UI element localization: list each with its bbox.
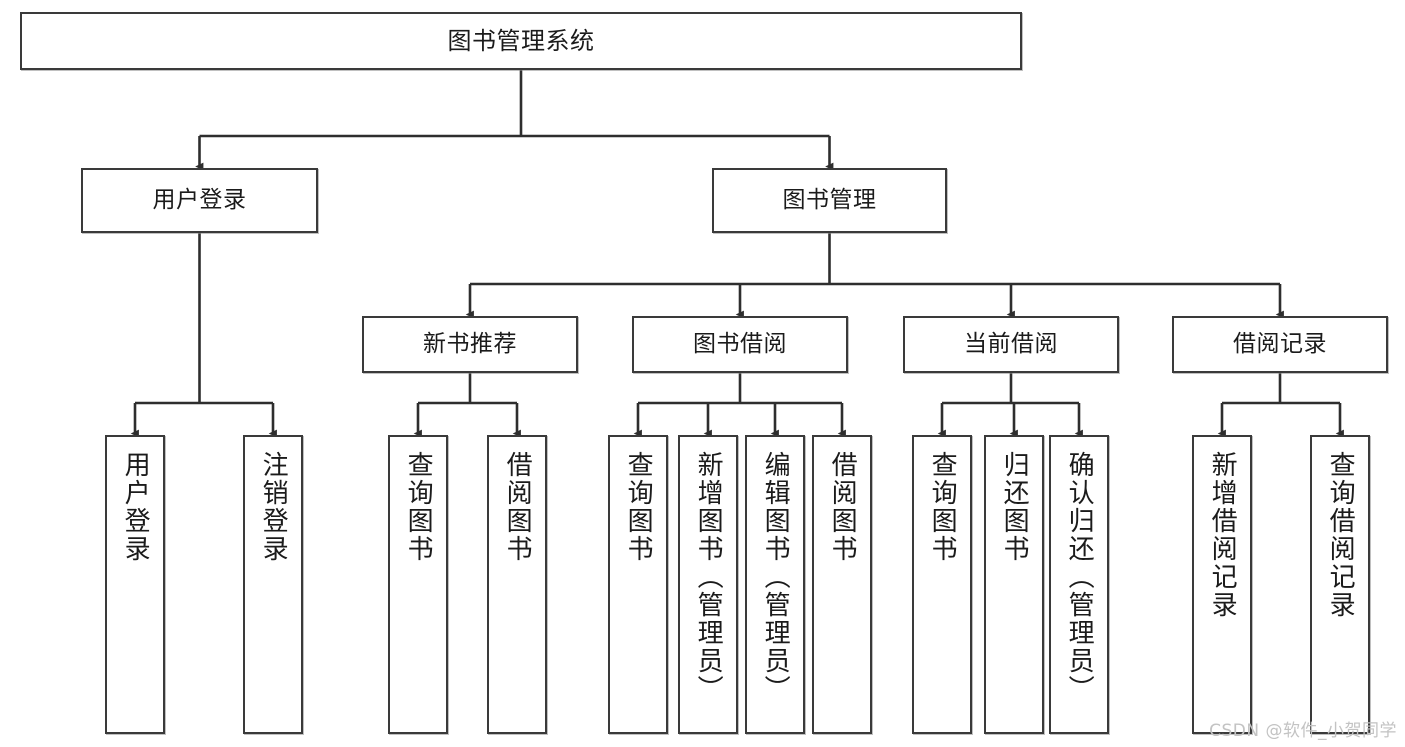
node-label: 确认归还（管理员） (1064, 451, 1095, 703)
node-label: 编辑图书（管理员） (760, 451, 791, 703)
node-label: 注销登录 (258, 451, 289, 563)
node-leaf-query-book-1[interactable]: 查询图书 (388, 435, 448, 734)
node-label: 借阅图书 (827, 451, 858, 563)
node-leaf-query-book-3[interactable]: 查询图书 (912, 435, 972, 734)
node-label: 借阅图书 (502, 451, 533, 563)
node-label: 查询图书 (927, 451, 958, 563)
node-leaf-return-book[interactable]: 归还图书 (984, 435, 1044, 734)
node-label: 借阅记录 (1233, 330, 1327, 357)
node-label: 图书管理系统 (447, 26, 595, 55)
node-label: 查询借阅记录 (1325, 451, 1356, 619)
node-leaf-user-login[interactable]: 用户登录 (105, 435, 165, 734)
node-user-login[interactable]: 用户登录 (81, 168, 318, 233)
node-label: 查询图书 (623, 451, 654, 563)
node-leaf-borrow-book-2[interactable]: 借阅图书 (812, 435, 872, 734)
node-label: 归还图书 (999, 451, 1030, 563)
node-label: 图书借阅 (693, 330, 787, 357)
node-leaf-add-book[interactable]: 新增图书（管理员） (678, 435, 738, 734)
node-label: 新书推荐 (423, 330, 517, 357)
node-label: 用户登录 (152, 186, 247, 213)
node-label: 新增图书（管理员） (693, 451, 724, 703)
node-leaf-borrow-book-1[interactable]: 借阅图书 (487, 435, 547, 734)
node-book-borrow[interactable]: 图书借阅 (632, 316, 848, 373)
node-leaf-query-book-2[interactable]: 查询图书 (608, 435, 668, 734)
node-book-manage[interactable]: 图书管理 (712, 168, 947, 233)
node-label: 图书管理 (782, 186, 877, 213)
node-leaf-edit-book[interactable]: 编辑图书（管理员） (745, 435, 805, 734)
node-label: 新增借阅记录 (1207, 451, 1238, 619)
node-leaf-logout[interactable]: 注销登录 (243, 435, 303, 734)
watermark: CSDN @软件_小贺同学 (1209, 721, 1397, 741)
node-new-book-rec[interactable]: 新书推荐 (362, 316, 578, 373)
node-leaf-query-record[interactable]: 查询借阅记录 (1310, 435, 1370, 734)
node-leaf-confirm-return[interactable]: 确认归还（管理员） (1049, 435, 1109, 734)
node-current-borrow[interactable]: 当前借阅 (903, 316, 1119, 373)
node-borrow-record[interactable]: 借阅记录 (1172, 316, 1388, 373)
node-root[interactable]: 图书管理系统 (20, 12, 1022, 70)
node-label: 当前借阅 (964, 330, 1058, 357)
node-leaf-add-record[interactable]: 新增借阅记录 (1192, 435, 1252, 734)
node-label: 用户登录 (120, 451, 151, 563)
node-label: 查询图书 (403, 451, 434, 563)
